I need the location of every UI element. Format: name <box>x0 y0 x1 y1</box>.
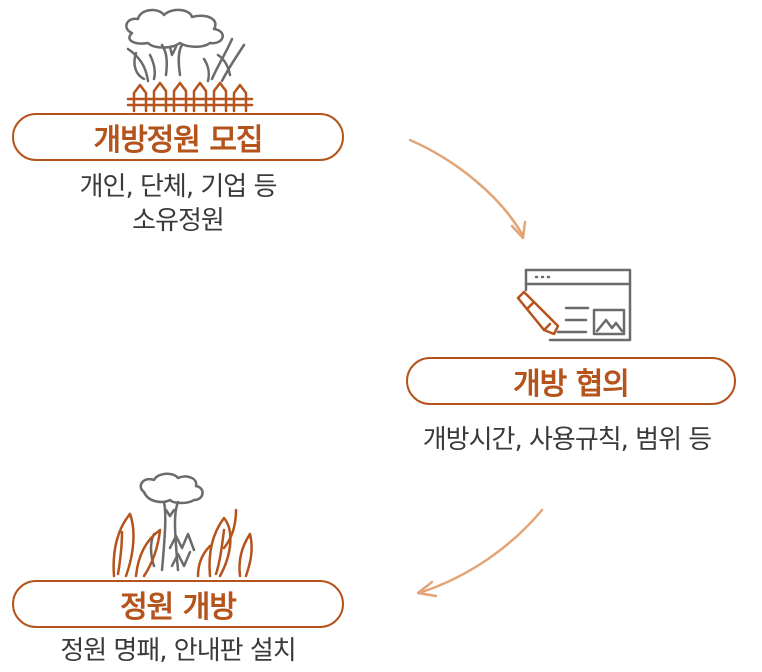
step3-title-text: 정원 개방 <box>120 590 237 625</box>
step3-description: 정원 명패, 안내판 설치 <box>0 634 356 668</box>
step1-desc-line: 소유정원 <box>132 206 225 236</box>
step2-description: 개방시간, 사용규칙, 범위 등 <box>372 423 762 457</box>
step1-title-text: 개방정원 모집 <box>93 123 263 158</box>
step2-desc-line: 개방시간, 사용규칙, 범위 등 <box>422 425 712 455</box>
step1-desc-line: 개인, 단체, 기업 등 <box>79 172 278 202</box>
garden-fence-icon <box>125 8 254 113</box>
step1-title: 개방정원 모집 <box>12 113 344 161</box>
step1-description: 개인, 단체, 기업 등 소유정원 <box>12 170 344 238</box>
step3-title: 정원 개방 <box>12 580 344 628</box>
step3-desc-line: 정원 명패, 안내판 설치 <box>60 636 296 666</box>
step2-title: 개방 협의 <box>406 357 736 405</box>
step2-title-text: 개방 협의 <box>513 367 630 402</box>
open-garden-icon <box>112 472 253 578</box>
browser-document-pen-icon <box>516 268 632 342</box>
